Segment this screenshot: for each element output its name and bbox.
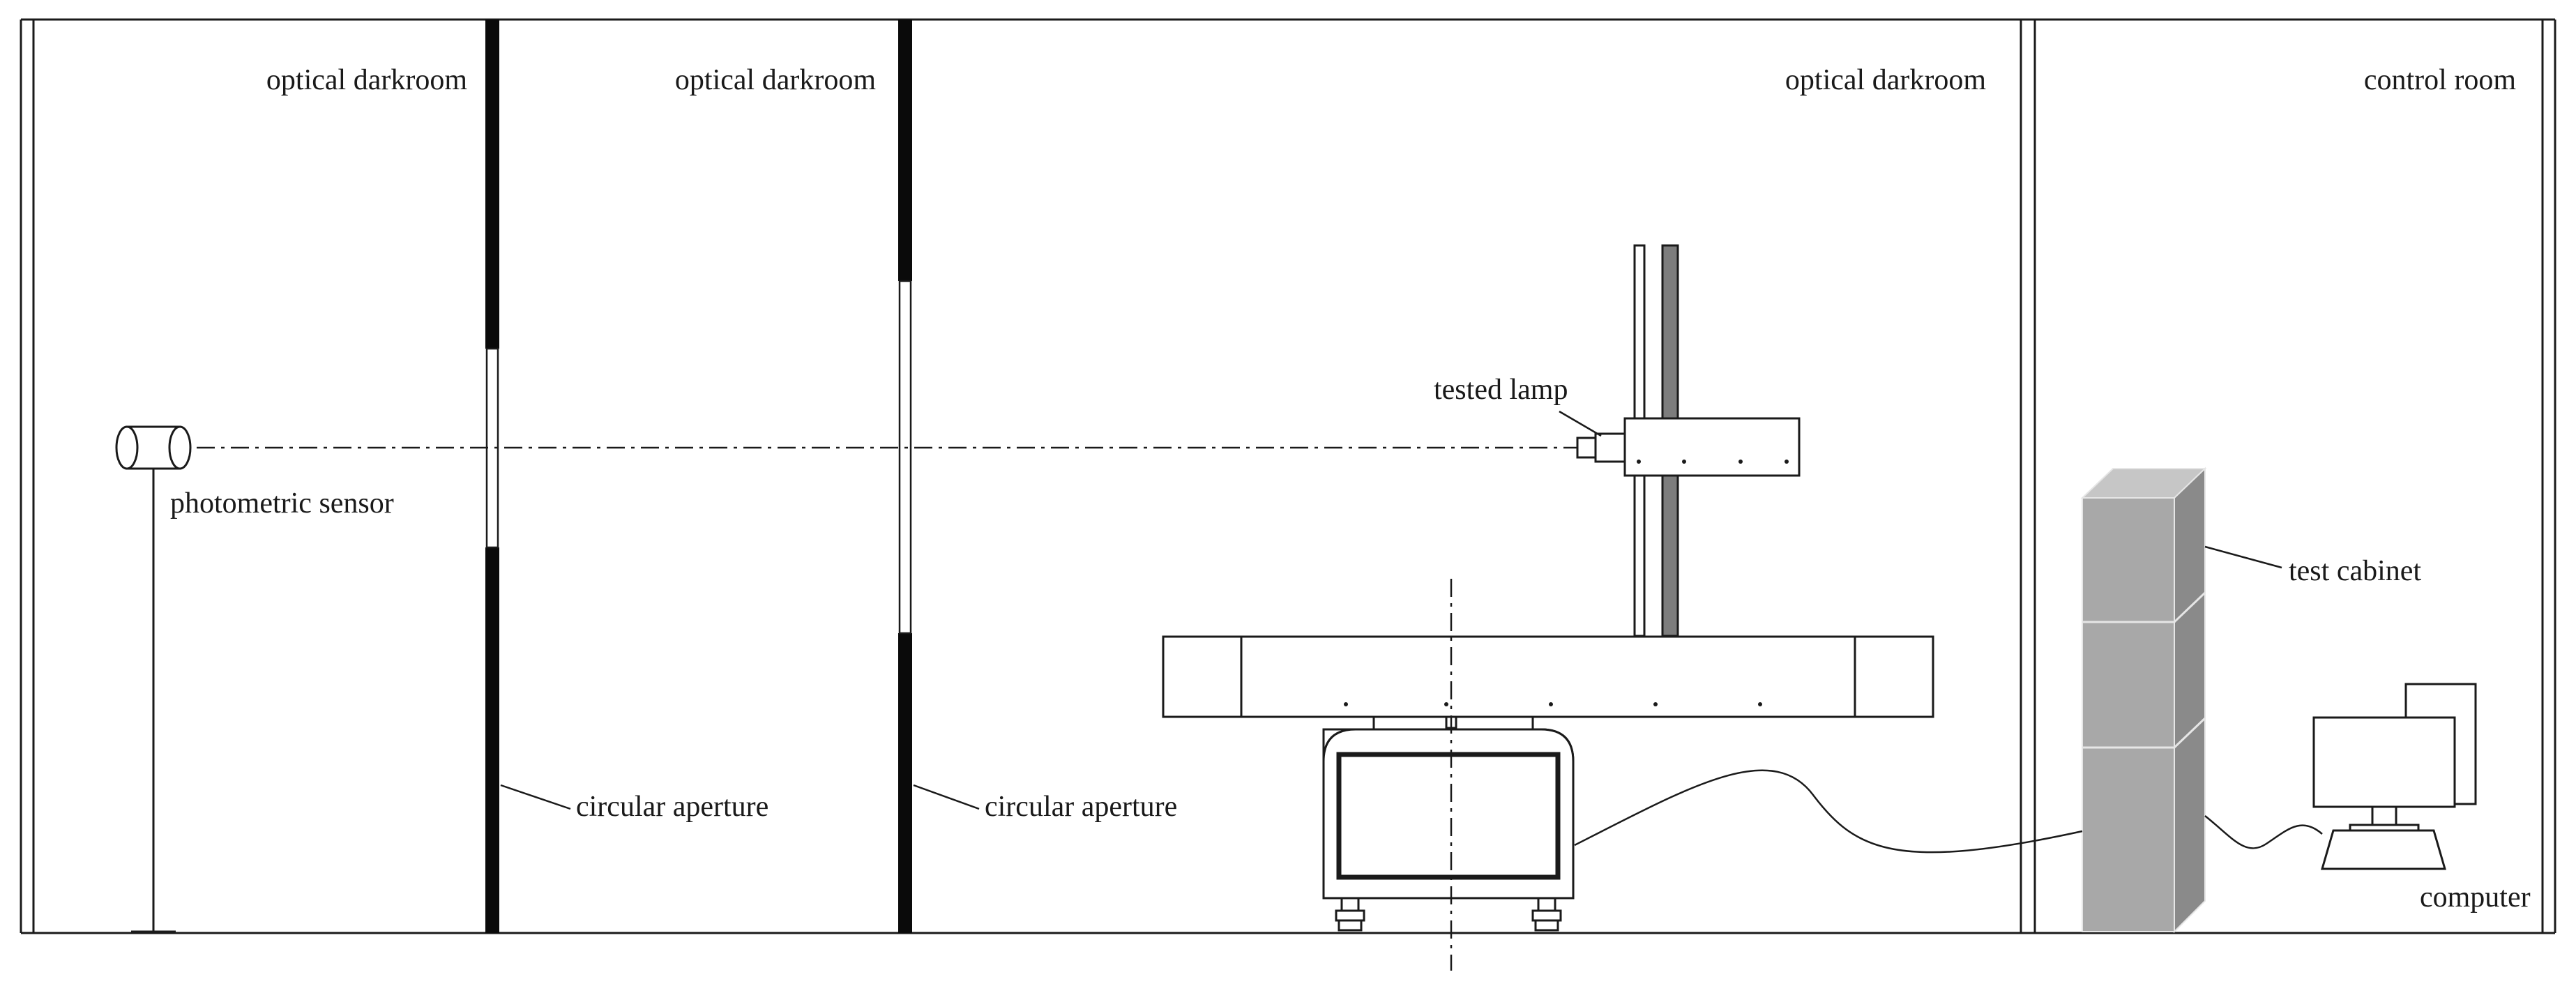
cable-base-to-cabinet [1574, 769, 2083, 854]
goniometer-arm [1162, 635, 1934, 718]
room-label-4: control room [2364, 64, 2516, 96]
test-cabinet [2080, 467, 2207, 934]
cable-cabinet-to-computer [2204, 815, 2323, 849]
aperture-1-label: circular aperture [576, 791, 768, 823]
photometric-sensor [115, 425, 192, 933]
tested-lamp-label: tested lamp [1434, 374, 1568, 406]
tested-lamp [1576, 432, 1626, 463]
control-room-wall [2020, 20, 2036, 933]
room-label-2: optical darkroom [675, 64, 876, 96]
lamp-holder [1623, 417, 1801, 477]
aperture-2-label: circular aperture [985, 791, 1177, 823]
room-label-3: optical darkroom [1785, 64, 1986, 96]
goniometer-base [1322, 715, 1575, 932]
aperture-2-leader [913, 784, 980, 810]
building-outline [20, 18, 2556, 934]
test-cabinet-leader [2204, 545, 2282, 569]
aperture-1-leader [500, 784, 571, 810]
room-label-1: optical darkroom [266, 64, 467, 96]
photometric-sensor-label: photometric sensor [170, 487, 394, 519]
tested-lamp-leader [1559, 410, 1602, 437]
wall-aperture-1 [485, 20, 499, 933]
computer [2312, 683, 2477, 870]
computer-label: computer [2420, 881, 2531, 913]
wall-aperture-2 [898, 20, 912, 933]
test-cabinet-label: test cabinet [2289, 555, 2421, 587]
